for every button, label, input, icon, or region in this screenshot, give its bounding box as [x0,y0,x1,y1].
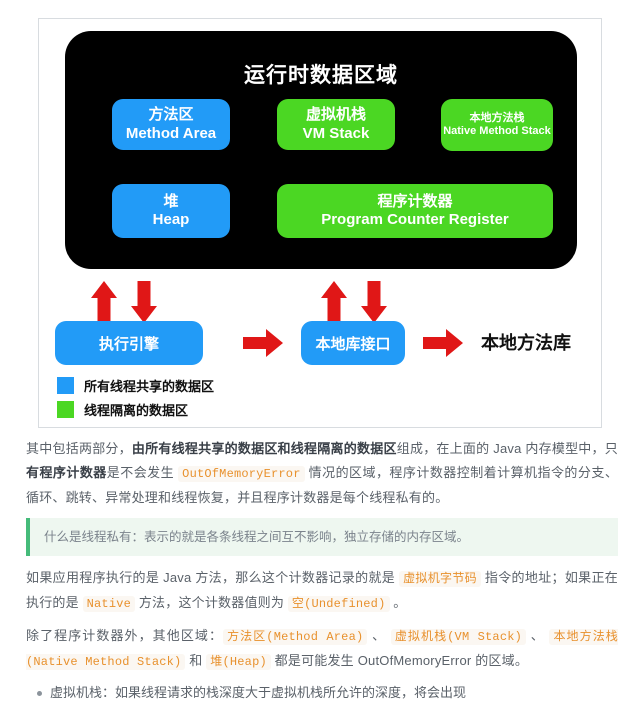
memory-box-heap[interactable]: 堆 Heap [112,184,230,238]
text-strong: 有程序计数器 [26,465,107,480]
legend-label: 线程隔离的数据区 [84,403,189,418]
runtime-data-area-title: 运行时数据区域 [244,64,398,87]
inline-code: 空(Undefined) [287,596,390,612]
native-library-label: 本地方法库 [481,333,571,353]
memory-box-native-method-stack[interactable]: 本地方法栈 Native Method Stack [441,99,553,151]
inline-code: 方法区(Method Area) [223,629,368,645]
memory-box-label-cn: 方法区 [148,106,194,124]
memory-box-vm-stack[interactable]: 虚拟机栈 VM Stack [277,99,395,150]
legend-item-private: 线程隔离的数据区 [57,400,188,419]
note-callout: 什么是线程私有：表示的就是各条线程之间互不影响，独立存储的内存区域。 [26,518,618,556]
inline-code: Native [82,596,136,612]
text-fragment: 、 [526,628,550,643]
memory-box-label-en: Method Area [125,124,217,142]
process-box-label: 执行引擎 [98,335,159,353]
memory-box-label-cn: 虚拟机栈 [305,106,366,124]
memory-box-label-en: Heap [152,211,190,228]
inline-code: OutOfMemoryError [178,466,305,482]
arrow-down-icon [361,281,387,323]
text-fragment: 如果应用程序执行的是 Java 方法，那么这个计数器记录的就是 [26,570,400,585]
bullet-list: 虚拟机栈：如果线程请求的栈深度大于虚拟机栈所允许的深度，将会出现 [26,682,618,704]
legend-swatch-green [57,401,74,418]
text-fragment: 是不会发生 [106,465,179,480]
list-item: 虚拟机栈：如果线程请求的栈深度大于虚拟机栈所允许的深度，将会出现 [37,682,618,704]
paragraph-3: 除了程序计数器外，其他区域：方法区(Method Area) 、 虚拟机栈(VM… [26,624,618,674]
text-fragment: 都是可能发生 OutOfMemoryError 的区域。 [270,653,529,668]
memory-box-label-cn: 程序计数器 [377,192,453,210]
text-fragment: 情况的区域，程序计数器控制着计算机指令的分支、循环、跳转、异常处理和线程恢复，并… [26,465,619,505]
arrow-right-icon [423,329,463,357]
text-fragment: 其中包括两部分， [26,441,132,456]
text-fragment: 。 [389,595,407,610]
legend-label: 所有线程共享的数据区 [84,379,215,394]
arrow-right-icon [243,329,283,357]
memory-box-label-cn: 本地方法栈 [469,111,525,124]
inline-code: 堆(Heap) [206,654,271,670]
text-strong: 由所有线程共享的数据区和线程隔离的数据区 [131,441,397,456]
runtime-data-area-panel: 运行时数据区域 方法区 Method Area 虚拟机栈 VM Stack 本地… [65,31,577,269]
paragraph-1: 其中包括两部分，由所有线程共享的数据区和线程隔离的数据区组成，在上面的 Java… [26,437,618,510]
jvm-memory-diagram: 运行时数据区域 方法区 Method Area 虚拟机栈 VM Stack 本地… [38,18,602,428]
legend-swatch-blue [57,377,74,394]
inline-code: 虚拟机栈(VM Stack) [390,629,527,645]
text-fragment: 方法，这个计数器值则为 [135,595,288,610]
memory-box-program-counter-register[interactable]: 程序计数器 Program Counter Register [277,184,553,238]
note-text: 什么是线程私有：表示的就是各条线程之间互不影响，独立存储的内存区域。 [44,530,470,544]
text-fragment: 和 [185,653,207,668]
legend-item-shared: 所有线程共享的数据区 [57,376,214,395]
text-fragment: 除了程序计数器外，其他区域： [26,628,224,643]
arrow-down-icon [131,281,157,323]
article-body: 其中包括两部分，由所有线程共享的数据区和线程隔离的数据区组成，在上面的 Java… [26,437,618,704]
process-box-execution-engine[interactable]: 执行引擎 [55,321,203,365]
memory-box-label-en: Program Counter Register [321,211,509,228]
arrow-up-icon [91,281,117,323]
text-fragment: 指令的地址；如果正在执行的是 [26,570,618,610]
process-box-native-interface[interactable]: 本地库接口 [301,321,405,365]
memory-box-label-cn: 堆 [163,192,179,210]
memory-box-label-en: Native Method Stack [443,125,551,137]
inline-code: 虚拟机字节码 [399,571,481,587]
memory-box-label-en: VM Stack [302,124,370,142]
memory-box-method-area[interactable]: 方法区 Method Area [112,99,230,150]
process-box-label: 本地库接口 [315,335,391,353]
text-fragment: 、 [367,628,391,643]
text-fragment: 组成，在上面的 Java 内存模型中，只 [396,441,618,456]
arrow-up-icon [321,281,347,323]
paragraph-2: 如果应用程序执行的是 Java 方法，那么这个计数器记录的就是 虚拟机字节码 指… [26,566,618,616]
